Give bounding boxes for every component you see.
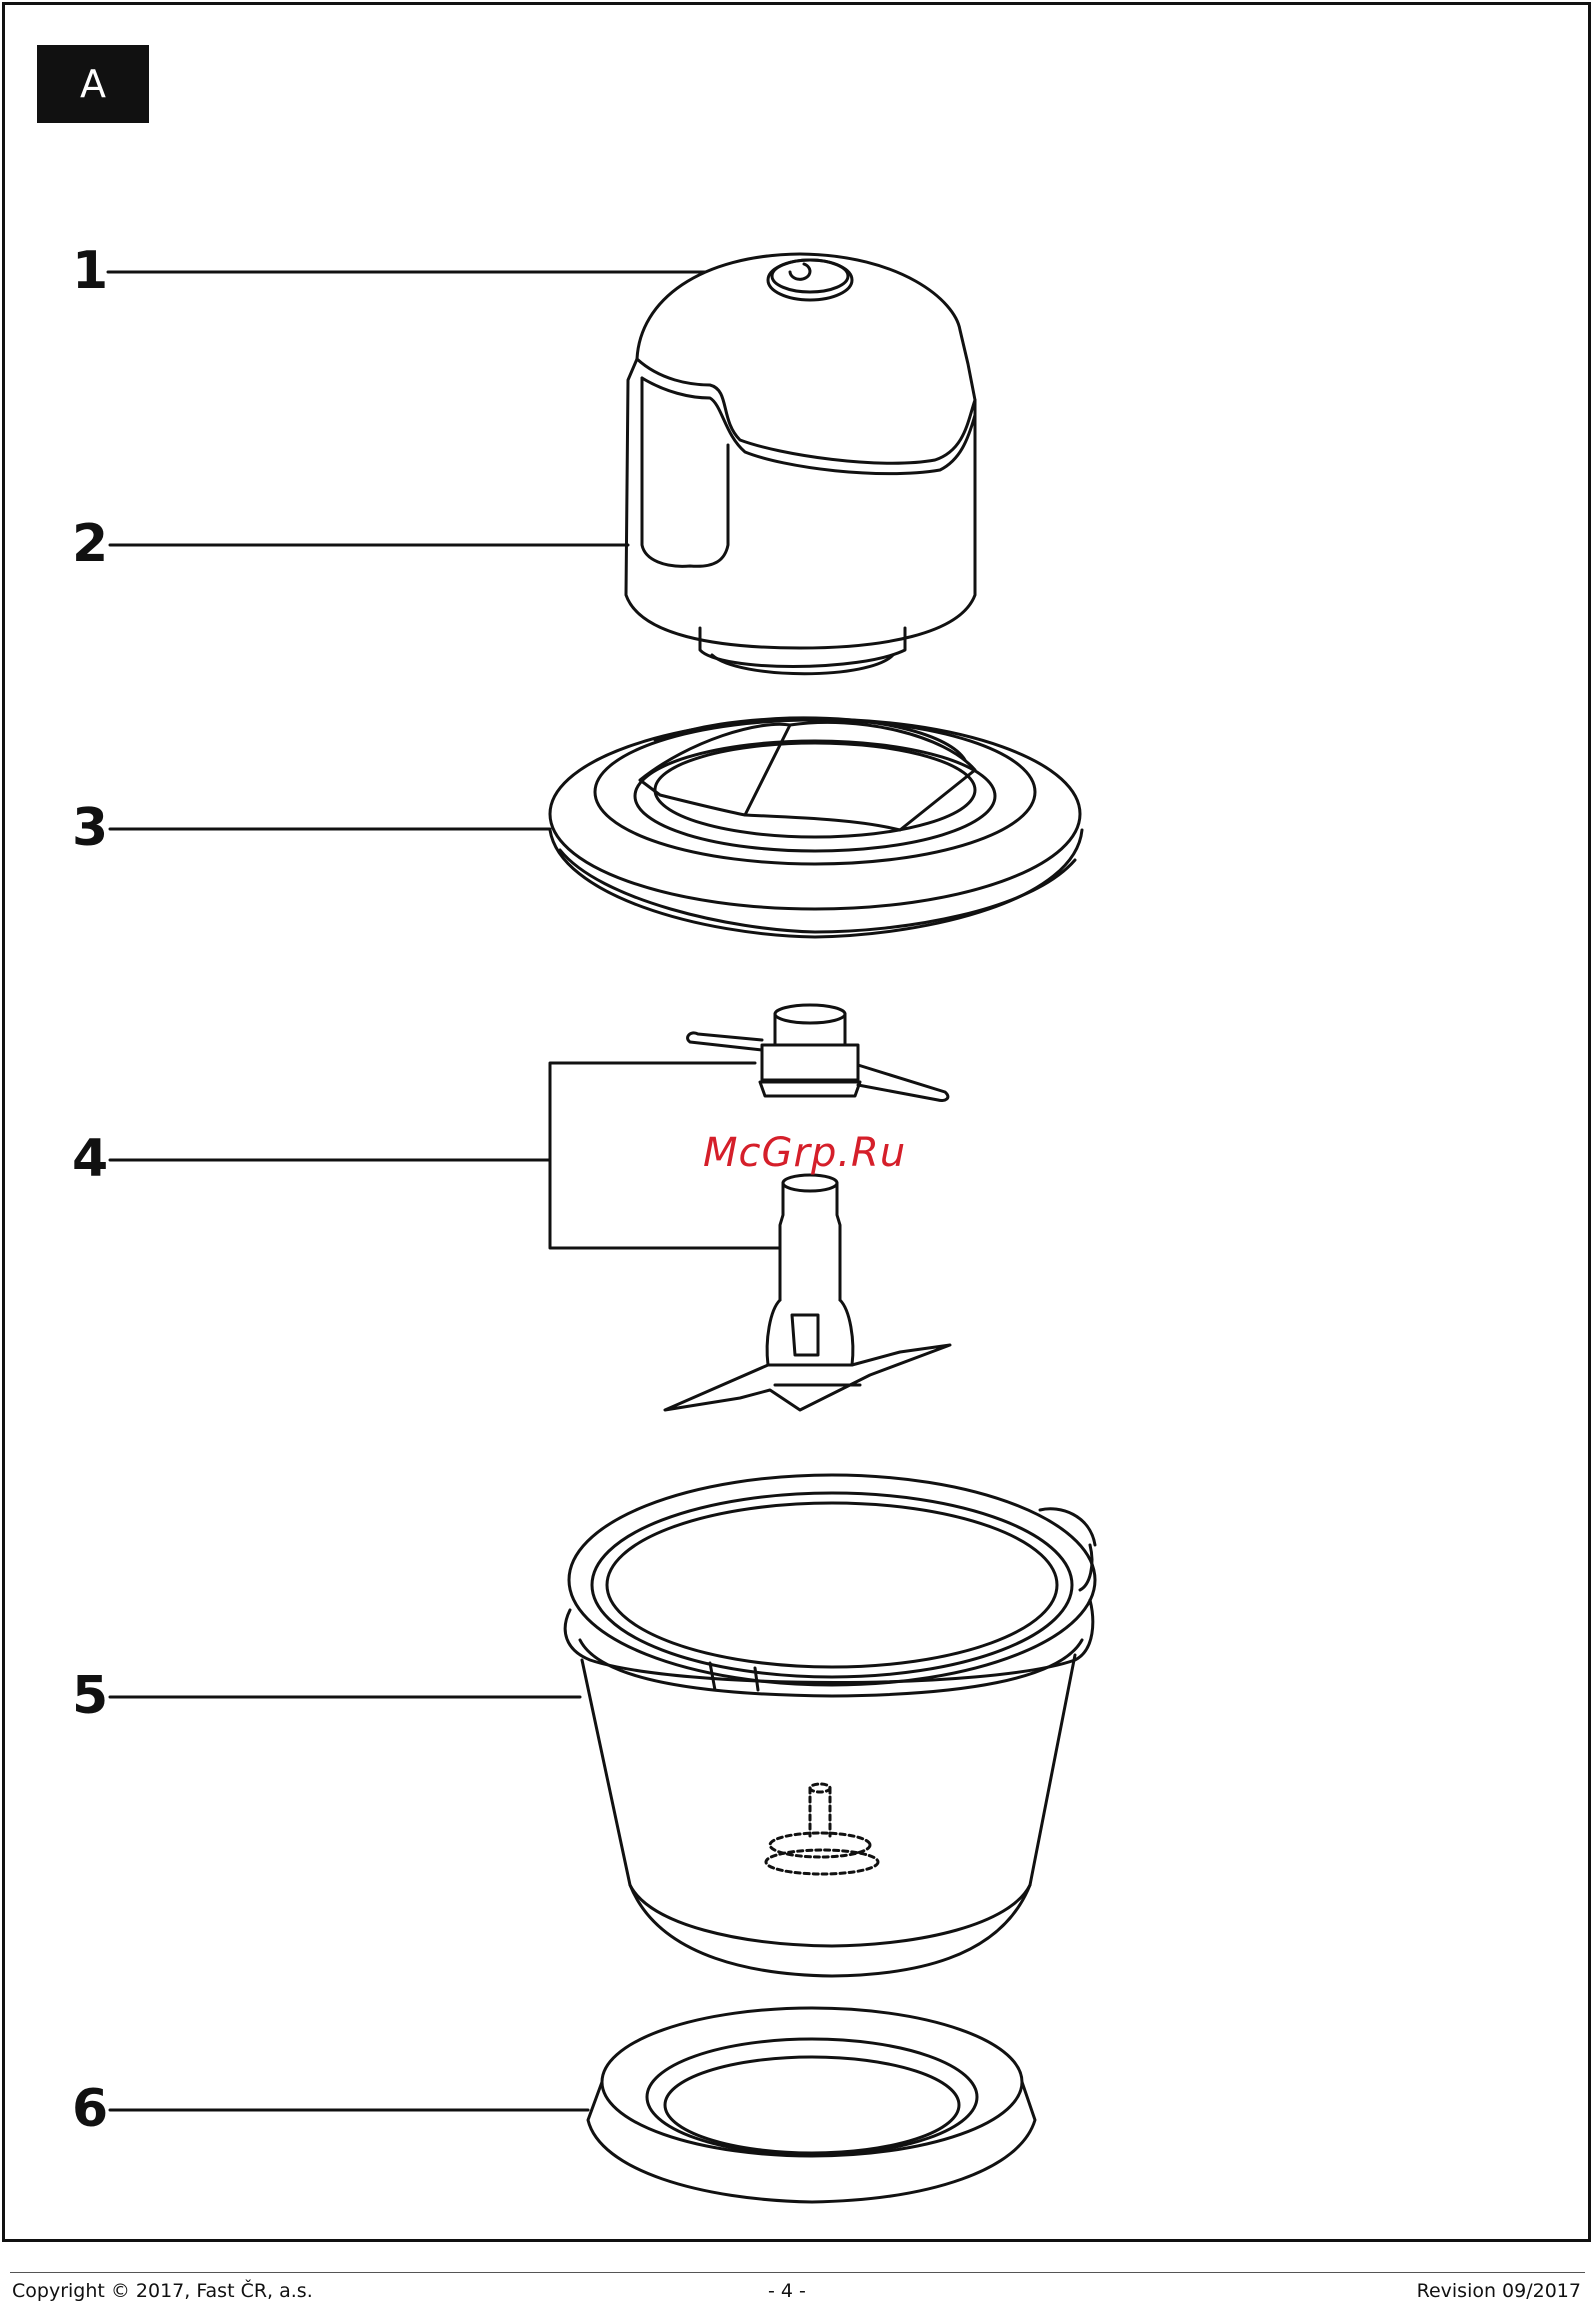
motor-unit-illustration [626, 254, 975, 674]
lid-illustration [550, 718, 1082, 937]
footer-page-number: - 4 - [768, 2280, 806, 2302]
blade-assembly-illustration [665, 1005, 950, 1410]
part-number-4: 4 [72, 1133, 108, 1185]
footer-revision: Revision 09/2017 [1417, 2280, 1581, 2302]
part-number-5: 5 [72, 1670, 108, 1722]
part-number-3: 3 [72, 802, 108, 854]
bowl-illustration [565, 1475, 1095, 1976]
part-number-6: 6 [72, 2083, 108, 2135]
part-number-2: 2 [72, 518, 108, 570]
leader-lines [108, 272, 780, 2110]
anti-slip-base-illustration [588, 2008, 1035, 2202]
footer-copyright: Copyright © 2017, Fast ČR, a.s. [12, 2280, 313, 2302]
part-number-1: 1 [72, 245, 108, 297]
watermark-text: McGrp.Ru [703, 1130, 906, 1176]
footer-divider [10, 2272, 1585, 2273]
